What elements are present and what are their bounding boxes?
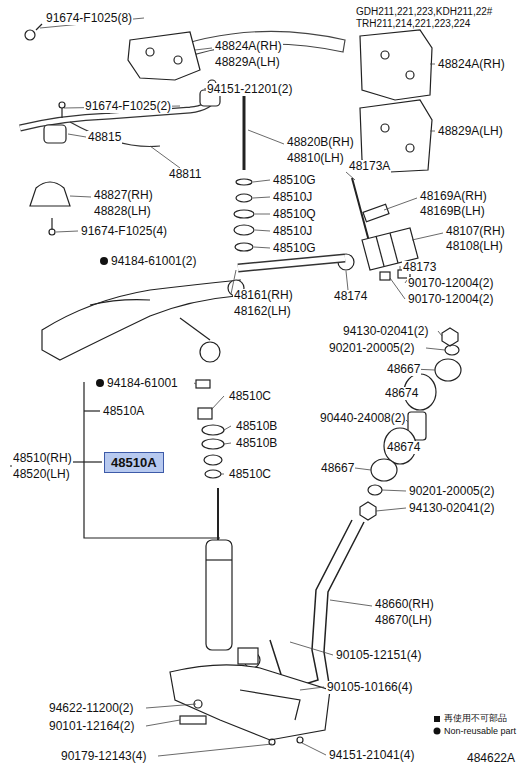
part-number: 48510G xyxy=(272,174,317,187)
part-number: 48510B xyxy=(235,420,278,433)
part-number: 48811 xyxy=(168,168,202,181)
legend-text: Non-reusable part xyxy=(444,726,516,737)
part-number: 48162(LH) xyxy=(233,305,292,318)
part-number: 48674 xyxy=(386,441,421,454)
part-number: 48510C xyxy=(228,468,272,481)
part-number: 48829A(LH) xyxy=(437,125,504,138)
part-number: 48174 xyxy=(333,290,368,303)
part-number: 48510J xyxy=(272,225,313,238)
legend-text: 再使用不可部品 xyxy=(444,713,507,724)
part-number: 94130-02041(2) xyxy=(408,502,495,515)
part-number: 48829A(LH) xyxy=(214,56,281,69)
part-number: 90170-12004(2) xyxy=(407,293,494,306)
part-number: 91674-F1025(4) xyxy=(80,225,168,238)
part-number: 48107(RH) xyxy=(445,225,506,238)
part-number: 48108(LH) xyxy=(445,240,504,253)
part-number: 90105-10166(4) xyxy=(326,681,413,694)
part-number: 48510G xyxy=(272,242,317,255)
part-number: 94130-02041(2) xyxy=(342,325,429,338)
part-number: 48510J xyxy=(272,191,313,204)
part-number: 48510C xyxy=(228,390,272,403)
part-number: 48667 xyxy=(386,363,421,376)
part-number: 48169B(LH) xyxy=(419,205,486,218)
part-number: 90179-12143(4) xyxy=(60,750,147,763)
part-number: 90170-12004(2) xyxy=(407,277,494,290)
part-number: 48173A xyxy=(348,160,391,173)
part-number: 48674 xyxy=(384,387,419,400)
part-number: 48161(RH) xyxy=(233,289,294,302)
part-number: 48169A(RH) xyxy=(419,190,488,203)
highlight-text: 48510A xyxy=(105,453,163,472)
part-number: 48824A(RH) xyxy=(437,58,506,71)
part-number: 90201-20005(2) xyxy=(328,342,415,355)
part-number: 90201-20005(2) xyxy=(408,485,495,498)
part-number: 48510A xyxy=(102,405,145,418)
part-number: 94151-21201(2) xyxy=(206,83,293,96)
part-number: 48828(LH) xyxy=(93,205,152,218)
part-number: 48824A(RH) xyxy=(214,40,283,53)
part-number: 48173 xyxy=(402,261,437,274)
part-number: 94151-21041(4) xyxy=(328,749,415,762)
part-number: 48820B(RH) xyxy=(286,136,355,149)
part-number: 48510(RH) xyxy=(12,452,73,465)
part-number: 94184-61001 xyxy=(106,377,179,390)
part-number: GDH211,221,223,KDH211,22# xyxy=(355,6,493,17)
part-number: 48670(LH) xyxy=(374,614,433,627)
part-number: 48660(RH) xyxy=(374,598,435,611)
part-number: 90101-12164(2) xyxy=(48,720,135,733)
part-number: 90105-12151(4) xyxy=(335,649,422,662)
part-number: TRH211,214,221,223,224 xyxy=(355,18,471,29)
part-number: 94184-61001(2) xyxy=(110,255,197,268)
part-number: 90440-24008(2) xyxy=(319,412,406,425)
highlight-box: 48510A xyxy=(104,452,164,473)
part-number: 48667 xyxy=(320,462,355,475)
part-number: 48810(LH) xyxy=(286,152,345,165)
part-number: 48510B xyxy=(235,437,278,450)
part-number: 48510Q xyxy=(272,208,317,221)
part-number: 94622-11200(2) xyxy=(48,702,135,715)
part-number: 48827(RH) xyxy=(93,189,154,202)
part-number: 48815 xyxy=(87,131,122,144)
part-number: 91674-F1025(8) xyxy=(45,12,133,25)
part-number: 48520(LH) xyxy=(12,468,71,481)
part-number: 484622A xyxy=(466,752,516,765)
part-number: 91674-F1025(2) xyxy=(84,100,172,113)
